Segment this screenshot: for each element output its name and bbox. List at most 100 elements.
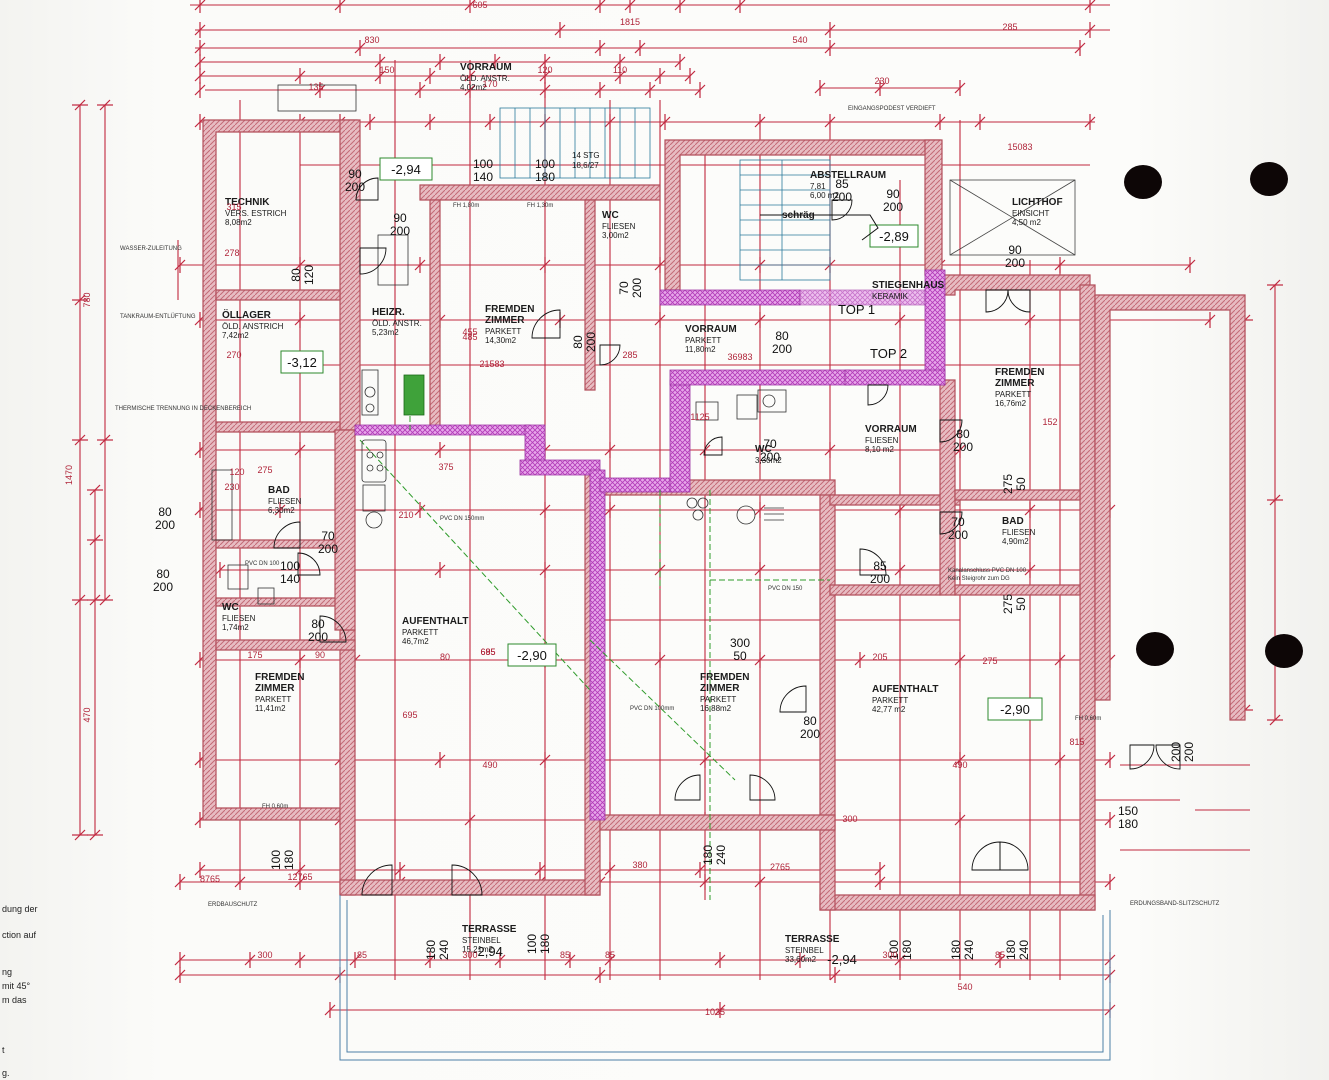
margin-text-4: mit 45° (2, 981, 31, 991)
annotation-note: PVC DN 100mm (630, 706, 674, 712)
dimension-label: 1470 (64, 465, 74, 485)
door-size-width: 80 (956, 427, 970, 441)
door-swing (531, 309, 561, 339)
door-size-width: 70 (321, 529, 335, 543)
annotation-note: Kanalanschluss PVC DN 100 (948, 568, 1027, 574)
door-size-width: 100 (473, 157, 493, 171)
annotation-note: FH 1,80m (453, 203, 479, 209)
room-subtext: 16,76m2 (995, 399, 1027, 408)
dimension-label: 270 (226, 350, 241, 360)
dimension-label: 110 (613, 65, 627, 75)
room-name: FREMDEN (255, 672, 304, 683)
room-name: ZIMMER (995, 378, 1035, 389)
door-size-width: 85 (873, 559, 887, 573)
dimension-label: 815 (1069, 737, 1084, 747)
room-subtext: FLIESEN (222, 614, 256, 623)
stair-rise: 18,6/27 (572, 161, 599, 170)
door-size-height: 200 (584, 332, 598, 352)
room-subtext: ÖLD. ANSTRICH (222, 322, 284, 331)
room-name: ZIMMER (255, 683, 295, 694)
door-swing (599, 344, 621, 366)
dimension-label: 1125 (690, 412, 709, 422)
door-size-height: 240 (714, 845, 728, 865)
room-name: TERRASSE (785, 934, 840, 945)
door-size-width: 275 (1001, 474, 1015, 494)
room-subtext: PARKETT (255, 695, 291, 704)
room-subtext: 4,90m2 (1002, 537, 1029, 546)
room-name: ZIMMER (485, 315, 525, 326)
dimension-label: 230 (874, 76, 889, 86)
door-size-height: 200 (155, 518, 175, 532)
room-name: TERRASSE (462, 924, 517, 935)
door-swing (831, 199, 853, 221)
door-size-width: 90 (886, 187, 900, 201)
room-name: ZIMMER (700, 683, 740, 694)
door-size-width: 80 (311, 617, 325, 631)
level-label: -2,90 (1000, 702, 1030, 717)
door-swing (939, 419, 963, 443)
door-size-height: 200 (153, 580, 173, 594)
door-swing (749, 774, 776, 801)
exterior-walls (202, 119, 1246, 911)
door-swing (451, 864, 483, 896)
door-size-height: 200 (870, 572, 890, 586)
annotation-note: ERDUNGSBAND-SLITZSCHUTZ (1130, 901, 1220, 907)
door-size-height: 200 (390, 224, 410, 238)
door-size-height: 180 (282, 850, 296, 870)
door-size-width: 100 (525, 934, 539, 954)
door-swing (297, 552, 321, 576)
margin-text-1: dung der (2, 904, 38, 914)
level-markers (280, 157, 1043, 721)
dimension-label: 120 (537, 65, 552, 75)
room-subtext: KERAMIK (872, 292, 909, 301)
dimension-label: 1815 (620, 17, 640, 27)
annotation-note: THERMISCHE TRENNUNG IN DECKENBEREICH (115, 406, 251, 412)
door-size-width: 70 (951, 515, 965, 529)
door-size-height: 200 (948, 528, 968, 542)
door-swing (273, 521, 301, 549)
door-size-width: 180 (424, 940, 438, 960)
door-size-width: 70 (617, 281, 631, 295)
dimension-label: 490 (952, 760, 967, 770)
room-subtext: PARKETT (485, 327, 521, 336)
punch-hole (1265, 634, 1303, 668)
door-size-height: 140 (280, 572, 300, 586)
door-size-height: 200 (760, 450, 780, 464)
dimension-label: 285 (1002, 22, 1017, 32)
room-subtext: PARKETT (700, 695, 736, 704)
door-size-width: 70 (763, 437, 777, 451)
door-size-height: 200 (308, 630, 328, 644)
dimension-label: 135 (308, 82, 323, 92)
level-label: -2,94 (473, 944, 503, 959)
door-size-height: 200 (1005, 256, 1025, 270)
room-name: TECHNIK (225, 197, 270, 208)
stair-marker (760, 214, 879, 241)
room-name: VORRAUM (460, 62, 512, 73)
room-name: FREMDEN (700, 672, 749, 683)
room-subtext: PARKETT (685, 336, 721, 345)
dimension-label: 285 (622, 350, 637, 360)
door-swing (319, 615, 347, 643)
door-size-height: 200 (883, 200, 903, 214)
door-size-width: 90 (1008, 243, 1022, 257)
door-swing (355, 177, 379, 201)
dimension-label: 85 (995, 950, 1005, 960)
annotation-note: ERDBAUSCHUTZ (208, 902, 258, 908)
top-1-label: TOP 1 (838, 302, 875, 317)
punch-hole (1124, 165, 1162, 199)
room-subtext: 46,7m2 (402, 637, 429, 646)
level-label: -2,89 (879, 229, 909, 244)
room-subtext: PARKETT (402, 628, 438, 637)
door-size-width: 100 (280, 559, 300, 573)
dimension-label: 85 (605, 950, 615, 960)
room-name: BAD (268, 485, 290, 496)
room-subtext: 5,23m2 (372, 328, 399, 337)
room-subtext: 8,08m2 (225, 218, 252, 227)
margin-text-7: g. (2, 1068, 10, 1078)
room-subtext: 3,00m2 (602, 231, 629, 240)
room-name: VORRAUM (865, 424, 917, 435)
margin-text-6: t (2, 1045, 5, 1055)
dimension-label: 170 (482, 79, 497, 89)
dimension-label: 540 (957, 982, 972, 992)
annotation-note: PVC DN 150 (768, 586, 803, 592)
